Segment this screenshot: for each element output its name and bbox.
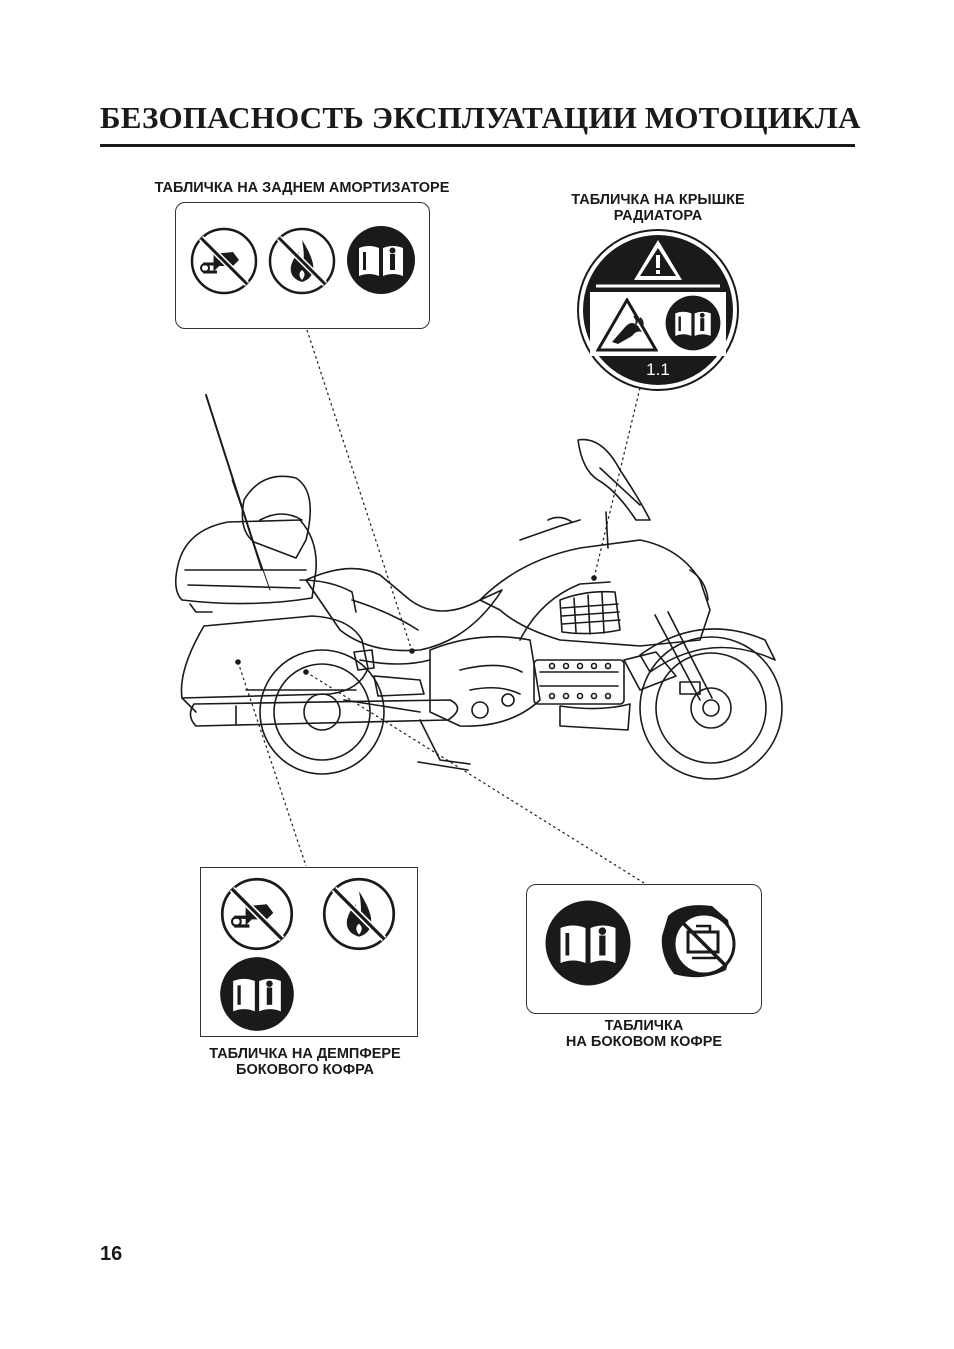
- no-overload-icon: [661, 905, 736, 978]
- page-title: БЕЗОПАСНОСТЬ ЭКСПЛУАТАЦИИ МОТОЦИКЛА: [100, 100, 861, 135]
- caption-saddlebag: ТАБЛИЧКА НА БОКОВОМ КОФРЕ: [528, 1018, 760, 1050]
- caption-line: БОКОВОГО КОФРА: [236, 1062, 374, 1078]
- caption-line: НА БОКОВОМ КОФРЕ: [565, 1034, 723, 1050]
- no-fire-icon: [268, 227, 336, 295]
- read-manual-icon: [545, 900, 631, 986]
- caption-line: ТАБЛИЧКА НА ДЕМПФЕРЕ: [209, 1046, 401, 1062]
- caption-line: ТАБЛИЧКА: [604, 1018, 684, 1034]
- no-disassembly-icon: [190, 227, 258, 295]
- radiator-label-version: 1.1: [646, 360, 670, 379]
- hot-steam-warning-icon: [596, 298, 658, 352]
- page-number: 16: [100, 1243, 123, 1265]
- caption-line: РАДИАТОРА: [613, 208, 703, 224]
- caption-line: ТАБЛИЧКА НА ЗАДНЕМ АМОРТИЗАТОРЕ: [154, 180, 450, 196]
- caption-rear-shock: ТАБЛИЧКА НА ЗАДНЕМ АМОРТИЗАТОРЕ: [126, 180, 478, 196]
- caption-radiator-cap: ТАБЛИЧКА НА КРЫШКЕ РАДИАТОРА: [548, 192, 768, 224]
- read-manual-icon: [220, 957, 294, 1031]
- no-fire-icon: [322, 877, 396, 951]
- no-disassembly-icon: [220, 877, 294, 951]
- caption-line: ТАБЛИЧКА НА КРЫШКЕ: [571, 192, 745, 208]
- caption-saddlebag-damper: ТАБЛИЧКА НА ДЕМПФЕРЕ БОКОВОГО КОФРА: [185, 1046, 425, 1078]
- read-manual-icon: [347, 226, 415, 294]
- read-manual-icon: [665, 295, 721, 351]
- title-rule: [100, 144, 855, 147]
